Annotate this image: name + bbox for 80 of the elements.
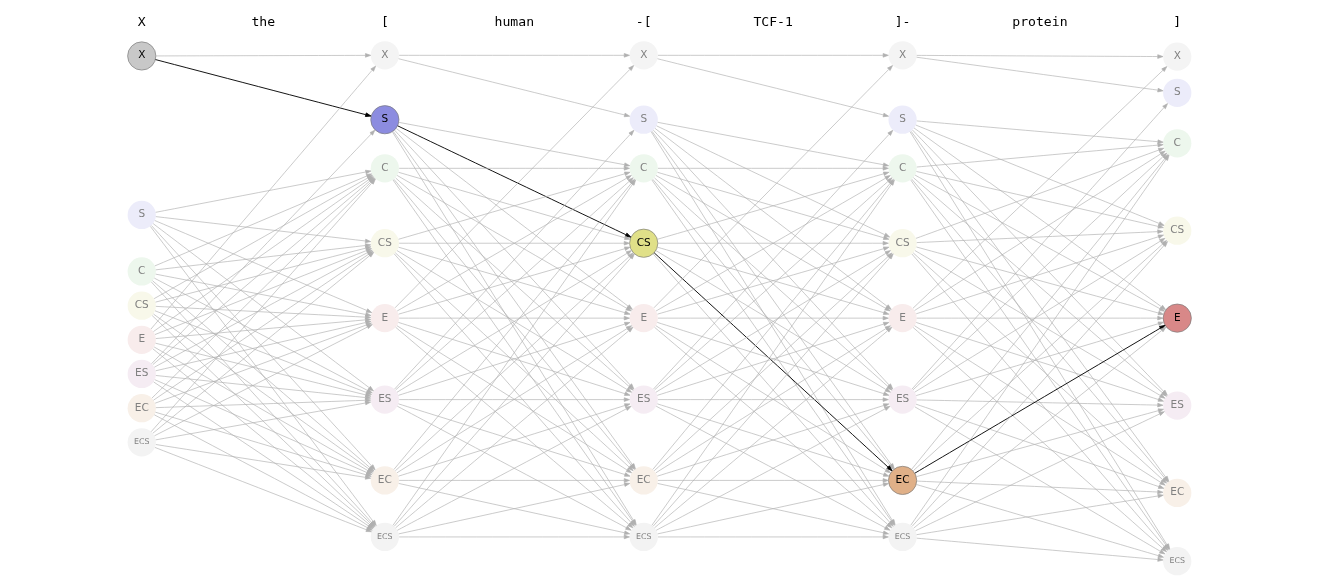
arrow xyxy=(916,480,1164,495)
arrow xyxy=(155,273,372,317)
arrow xyxy=(155,320,372,372)
arrow xyxy=(657,58,889,118)
arrow xyxy=(398,403,631,477)
arrow xyxy=(916,493,1164,535)
arrow xyxy=(657,53,889,58)
arrow xyxy=(155,216,372,244)
arrow xyxy=(398,53,630,58)
arrow xyxy=(657,534,889,540)
arrow xyxy=(155,342,372,398)
label: TCF-1 xyxy=(753,13,793,29)
arrow xyxy=(155,53,372,58)
label: [ xyxy=(380,13,389,29)
arrow xyxy=(657,122,889,167)
label: human xyxy=(494,13,535,29)
node-circle: C xyxy=(127,257,156,286)
arrow xyxy=(656,403,890,477)
arrow xyxy=(656,125,891,238)
arrow xyxy=(398,58,631,118)
arrow xyxy=(398,315,630,321)
arrow xyxy=(154,322,372,404)
arrow xyxy=(397,125,632,238)
arrow xyxy=(916,399,1164,408)
arrow xyxy=(916,120,1164,144)
arrow xyxy=(398,534,630,540)
arrow xyxy=(398,166,630,171)
arrow xyxy=(657,315,889,321)
node-circle: E xyxy=(370,304,399,333)
arrow xyxy=(154,324,373,437)
arrow xyxy=(915,484,1164,558)
node-circle: E xyxy=(127,325,156,354)
label: ] xyxy=(1173,14,1182,30)
arrow xyxy=(657,171,890,240)
label: protein xyxy=(1012,13,1068,29)
arrow xyxy=(915,411,1165,532)
arrow xyxy=(398,241,630,246)
arrow xyxy=(155,59,372,117)
arrow xyxy=(916,537,1164,562)
node-circle: EC xyxy=(127,394,156,423)
arrow xyxy=(915,403,1165,489)
arrow xyxy=(915,124,1165,226)
arrow xyxy=(657,478,889,483)
node-circle: ES xyxy=(127,359,156,389)
arrow xyxy=(916,54,1164,59)
arrow xyxy=(396,250,632,393)
label: -[ xyxy=(635,13,652,29)
label: the xyxy=(251,13,276,29)
arrow xyxy=(396,175,632,312)
arrow xyxy=(915,147,1165,239)
arrow xyxy=(916,246,1164,316)
arrow xyxy=(916,229,1164,243)
arrow xyxy=(398,246,631,315)
arrow xyxy=(155,398,372,408)
arrow xyxy=(398,171,631,240)
node-circle: CS xyxy=(127,291,156,320)
arrow xyxy=(396,325,632,474)
node-circle: X xyxy=(127,41,157,71)
node-circle: S xyxy=(127,200,156,230)
arrow xyxy=(916,56,1164,93)
arrow xyxy=(657,246,890,315)
arrow xyxy=(155,375,372,400)
arrow xyxy=(398,122,631,167)
label: X xyxy=(137,14,146,30)
arrow xyxy=(398,397,630,402)
arrow xyxy=(914,406,1166,555)
node-circle: ES xyxy=(370,385,399,414)
arrow xyxy=(916,171,1164,229)
arrow xyxy=(657,166,889,171)
arrow xyxy=(657,241,889,246)
arrow xyxy=(915,234,1164,315)
node-circle: S xyxy=(1163,78,1192,107)
arrow xyxy=(916,408,1164,477)
arrow xyxy=(657,397,889,402)
arrow xyxy=(155,400,371,441)
arrow xyxy=(916,142,1164,168)
label: ]- xyxy=(894,13,911,29)
arrow xyxy=(398,478,630,483)
arrow xyxy=(655,325,891,474)
arrow xyxy=(916,315,1164,321)
